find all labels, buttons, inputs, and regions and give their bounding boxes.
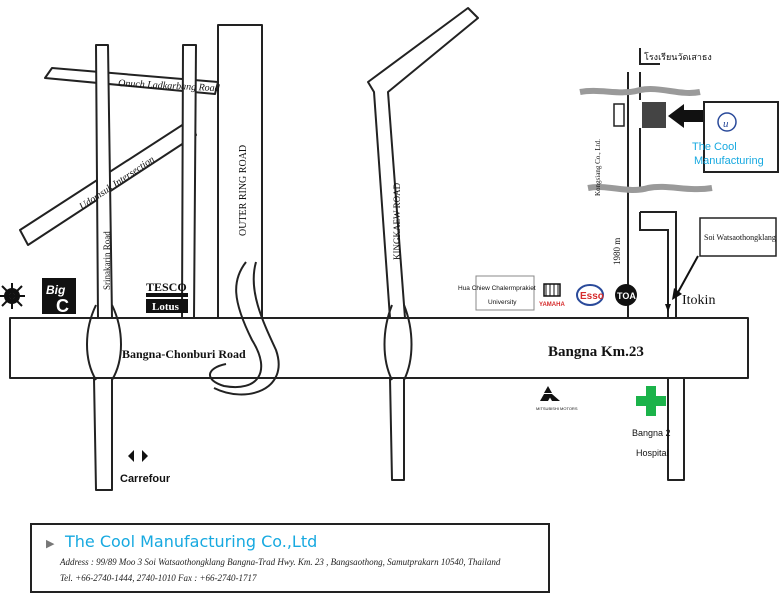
bullet-arrow-icon: ▶	[46, 538, 55, 550]
cool-logo-letter: u	[723, 118, 729, 130]
srinakarin-label: Srinakarin Road	[102, 231, 112, 290]
road-network	[9, 7, 749, 491]
hospital-cross-icon	[636, 386, 666, 416]
company-name: The Cool Manufacturing Co.,Ltd	[65, 532, 318, 551]
svg-text:University: University	[488, 299, 517, 306]
factory-building	[642, 102, 666, 128]
svg-text:Lotus: Lotus	[152, 301, 180, 313]
bangna-road	[9, 317, 749, 379]
soi-road	[579, 48, 713, 318]
svg-text:Itokin: Itokin	[682, 293, 715, 308]
kingkaew-south	[389, 377, 405, 481]
hospital-label-1: Bangna 2	[632, 428, 671, 438]
soi-box	[699, 217, 777, 257]
bangna-km23-label: Bangna Km.23	[548, 344, 644, 360]
svg-text:Hua Chiew Chalermprakiet: Hua Chiew Chalermprakiet	[458, 285, 536, 292]
mitsubishi-logo: MITSUBISHI MOTORS	[536, 386, 578, 411]
svg-text:YAMAHA: YAMAHA	[539, 302, 565, 308]
svg-text:TESCO: TESCO	[146, 280, 187, 294]
svg-text:TOA: TOA	[617, 291, 636, 301]
school-thai-label: โรงเรียนวัดเสาธง	[644, 52, 712, 62]
distance-label: 1980 m	[612, 238, 622, 265]
svg-text:C: C	[56, 296, 69, 316]
hospital-label-2: Hospital	[636, 448, 669, 458]
svg-text:MITSUBISHI MOTORS: MITSUBISHI MOTORS	[536, 406, 578, 411]
university-landmark: Hua Chiew Chalermprakiet University	[458, 275, 536, 311]
kingkaew-road	[367, 7, 479, 319]
company-phone: Tel. +66-2740-1444, 2740-1010 Fax : +66-…	[60, 573, 257, 583]
outer-ring-label: OUTER RING ROAD	[238, 145, 249, 236]
kingkaew-label: KINGKAEW ROAD	[392, 182, 402, 260]
yamaha-logo: YAMAHA	[539, 283, 565, 308]
carrefour-logo: Carrefour	[120, 450, 171, 485]
svg-text:Big: Big	[46, 283, 66, 297]
sun-logo-icon	[0, 283, 25, 309]
cool-box	[703, 101, 779, 173]
esso-logo: Esso	[576, 284, 604, 306]
kongsiang-label: Kongsiang Co., Ltd.	[594, 139, 602, 196]
company-address: Address : 99/89 Moo 3 Soi Watsaothongkla…	[60, 557, 501, 567]
bigc-logo: Big C	[42, 278, 76, 316]
itokin-logo: Itokin	[682, 293, 715, 308]
udomsuk-label: Udomsuk Intersection	[78, 154, 157, 212]
onuch-road-label: Onuch Ladkarbang Road	[118, 78, 221, 94]
canal-bottom	[587, 183, 713, 193]
factory-arrow	[668, 104, 712, 128]
company-info-box: ▶ The Cool Manufacturing Co.,Ltd Address…	[30, 523, 550, 593]
tesco-lotus-logo: TESCO Lotus	[146, 280, 188, 313]
interchanges	[86, 261, 413, 396]
cool-label-2: Manufacturing	[694, 155, 764, 167]
canal-top	[579, 86, 701, 96]
bangna-chonburi-label: Bangna-Chonburi Road	[122, 347, 246, 361]
srinakarin-south	[93, 377, 113, 491]
hospital-road	[667, 377, 685, 481]
soi-pointer	[675, 255, 699, 297]
cool-logo-icon	[717, 112, 737, 132]
kongsiang-building	[613, 103, 625, 127]
svg-text:Carrefour: Carrefour	[120, 473, 171, 485]
cool-label-1: The Cool	[692, 141, 737, 153]
soi-label: Soi Watsaothongklang	[704, 233, 776, 242]
svg-text:Esso: Esso	[580, 291, 604, 302]
toa-logo: TOA	[615, 284, 637, 306]
